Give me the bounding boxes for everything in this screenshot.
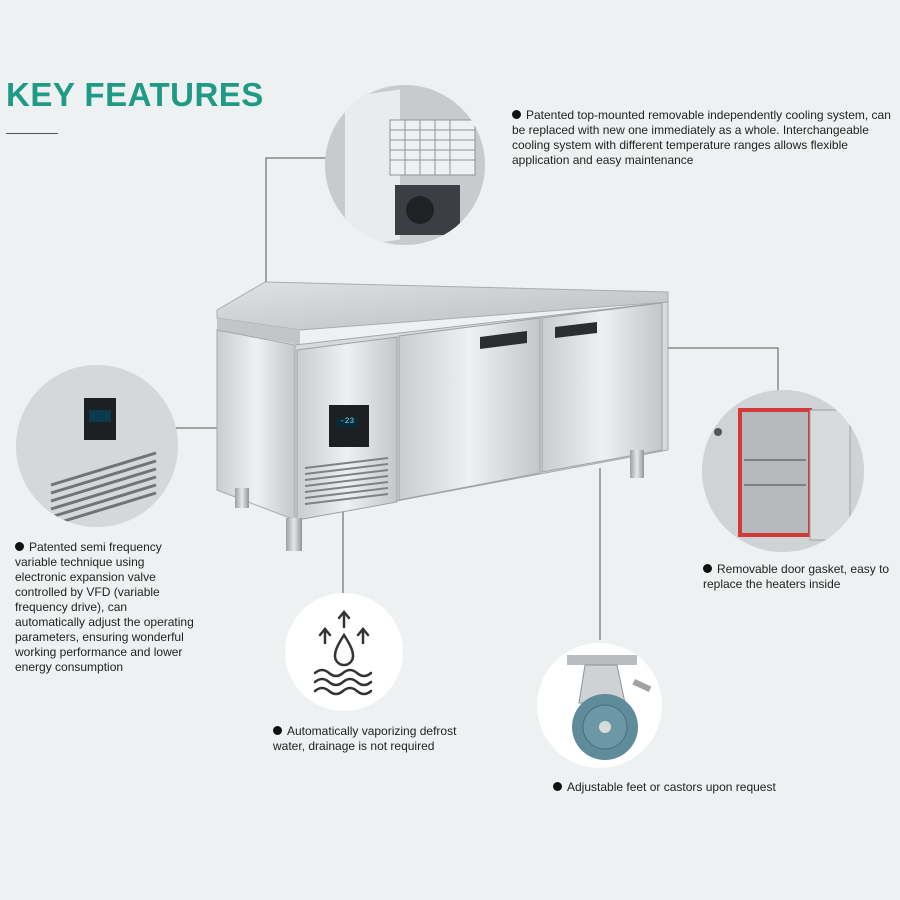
defrost-detail [285, 593, 403, 711]
control-panel-closeup-icon [16, 365, 178, 527]
bullet-icon [15, 542, 24, 551]
feature-castors: Adjustable feet or castors upon request [553, 780, 813, 795]
water-vapor-icon [313, 610, 373, 696]
bullet-icon [703, 564, 712, 573]
title-underline [6, 133, 58, 134]
feature-cooling-system: Patented top-mounted removable independe… [512, 108, 891, 167]
castor-wheel-icon [567, 655, 652, 760]
door-gasket-detail [702, 390, 864, 552]
cooling-unit-icon [325, 85, 485, 245]
vent-grille [304, 457, 389, 505]
panel-readout: -23 [339, 417, 355, 426]
bullet-icon [273, 726, 282, 735]
door-gasket-icon [702, 390, 864, 552]
bullet-icon [553, 782, 562, 791]
control-panel-detail [16, 365, 178, 527]
bullet-icon [512, 110, 521, 119]
cooling-unit-detail [325, 85, 485, 245]
feature-frequency-technique: Patented semi frequency variable techniq… [15, 540, 194, 674]
feature-defrost: Automatically vaporizing defrost water, … [273, 724, 457, 753]
castor-detail [537, 643, 662, 768]
page-title: KEY FEATURES [6, 76, 264, 113]
feature-door-gasket: Removable door gasket, easy to replace t… [703, 562, 890, 591]
